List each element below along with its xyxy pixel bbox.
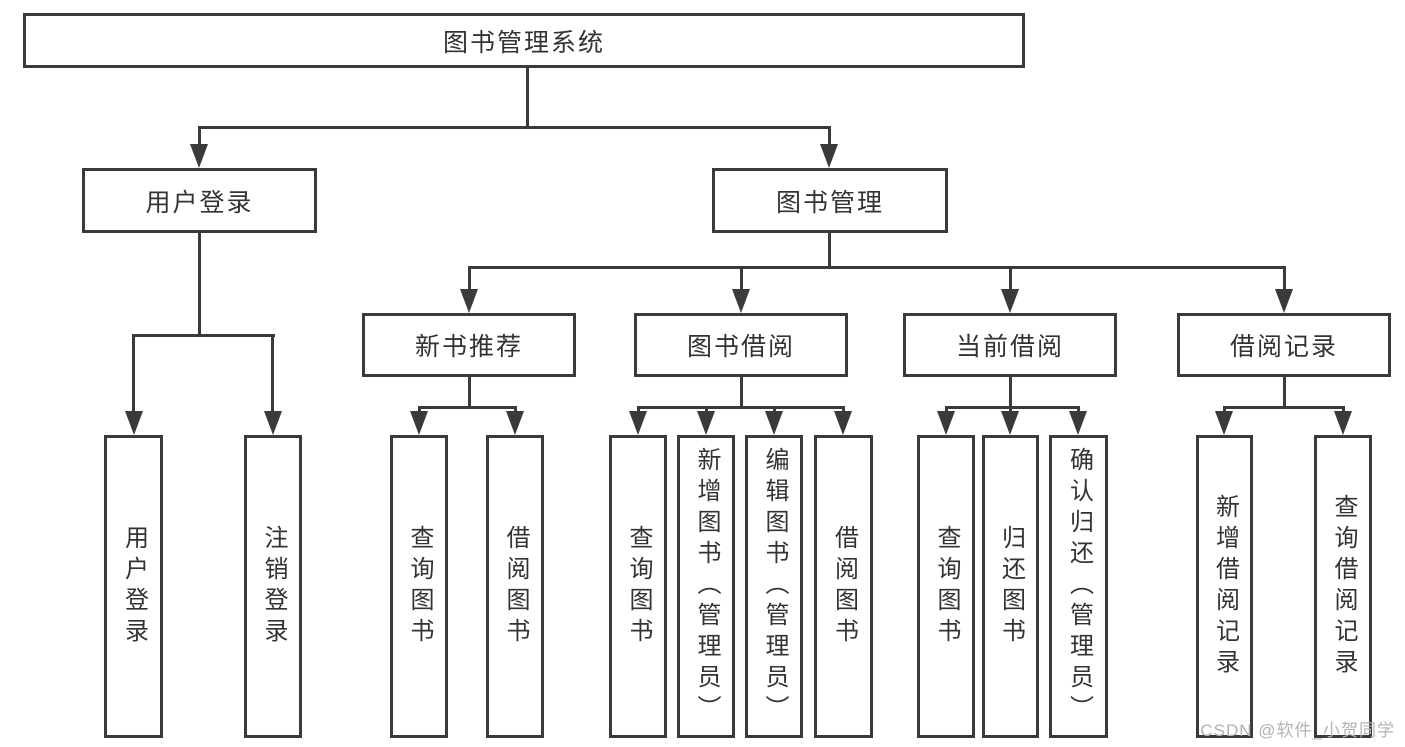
leaf-label: 新增图书（管理员） — [693, 447, 720, 726]
leaf-label: 查询图书 — [406, 524, 433, 649]
arrow-down-icon — [1334, 411, 1352, 435]
node-label: 新书推荐 — [414, 333, 523, 361]
connector-line — [418, 406, 517, 409]
arrow-down-icon — [834, 411, 852, 435]
connector-line — [828, 126, 831, 150]
leaf-borrow-books-recommend: 借阅图书 — [486, 435, 544, 738]
arrow-down-icon — [820, 144, 838, 168]
leaf-return-books: 归还图书 — [982, 435, 1039, 738]
connector-line — [468, 377, 471, 409]
arrow-down-icon — [1001, 289, 1019, 313]
leaf-label: 借阅图书 — [502, 524, 529, 649]
leaf-label: 编辑图书（管理员） — [761, 447, 788, 726]
node-book-management-label: 图书管理 — [775, 188, 884, 217]
leaf-add-borrow-record: 新增借阅记录 — [1196, 435, 1253, 738]
node-root: 图书管理系统 — [23, 13, 1025, 68]
connector-line — [198, 232, 201, 336]
arrow-down-icon — [506, 411, 524, 435]
leaf-user-login: 用户登录 — [104, 435, 163, 738]
node-book-management: 图书管理 — [712, 168, 948, 233]
node-label: 图书借阅 — [686, 333, 795, 361]
connector-line — [1223, 406, 1345, 409]
leaf-query-books-borrow: 查询图书 — [609, 435, 667, 738]
arrow-down-icon — [732, 289, 750, 313]
connector-line — [1009, 266, 1012, 294]
connector-line — [1283, 377, 1286, 409]
leaf-edit-books-admin: 编辑图书（管理员） — [745, 435, 803, 738]
node-new-book-recommendation: 新书推荐 — [362, 313, 576, 377]
connector-line — [271, 334, 274, 416]
connector-line — [198, 126, 201, 150]
node-user-login: 用户登录 — [82, 168, 317, 233]
leaf-label: 注销登录 — [260, 524, 287, 649]
node-borrowing-records: 借阅记录 — [1177, 313, 1391, 377]
leaf-query-books-current: 查询图书 — [917, 435, 975, 738]
arrow-down-icon — [937, 411, 955, 435]
leaf-label: 查询图书 — [625, 524, 652, 649]
leaf-confirm-return-admin: 确认归还（管理员） — [1049, 435, 1108, 738]
leaf-label: 用户登录 — [120, 524, 148, 649]
node-label: 借阅记录 — [1229, 333, 1338, 361]
connector-line — [828, 232, 831, 269]
leaf-add-books-admin: 新增图书（管理员） — [677, 435, 735, 738]
leaf-borrow-books: 借阅图书 — [814, 435, 873, 738]
leaf-label: 借阅图书 — [830, 524, 858, 649]
arrow-down-icon — [125, 411, 143, 435]
arrow-down-icon — [1275, 289, 1293, 313]
leaf-label: 归还图书 — [997, 524, 1025, 649]
arrow-down-icon — [1069, 411, 1087, 435]
node-book-borrowing: 图书借阅 — [634, 313, 848, 377]
connector-line — [468, 266, 471, 294]
connector-line — [526, 68, 529, 128]
connector-line — [132, 334, 135, 416]
connector-line — [740, 266, 743, 294]
arrow-down-icon — [264, 411, 282, 435]
arrow-down-icon — [410, 411, 428, 435]
node-user-login-label: 用户登录 — [145, 188, 254, 217]
connector-line — [198, 126, 831, 129]
arrow-down-icon — [697, 411, 715, 435]
node-root-label: 图书管理系统 — [442, 28, 605, 57]
arrow-down-icon — [765, 411, 783, 435]
arrow-down-icon — [190, 144, 208, 168]
leaf-query-borrow-record: 查询借阅记录 — [1314, 435, 1372, 738]
connector-line — [945, 406, 1080, 409]
arrow-down-icon — [1001, 411, 1019, 435]
leaf-query-books-recommend: 查询图书 — [390, 435, 448, 738]
leaf-label: 确认归还（管理员） — [1065, 447, 1093, 726]
csdn-watermark: CSDN @软件_小贺同学 — [1200, 721, 1395, 740]
connector-line — [132, 334, 275, 337]
connector-line — [1009, 377, 1012, 409]
node-current-borrowing: 当前借阅 — [903, 313, 1117, 377]
connector-line — [740, 377, 743, 409]
node-label: 当前借阅 — [955, 333, 1064, 361]
leaf-label: 查询图书 — [933, 524, 960, 649]
connector-line — [468, 266, 1286, 269]
leaf-logout: 注销登录 — [244, 435, 302, 738]
connector-line — [637, 406, 845, 409]
connector-line — [1283, 266, 1286, 294]
arrow-down-icon — [1215, 411, 1233, 435]
leaf-label: 新增借阅记录 — [1211, 493, 1239, 680]
arrow-down-icon — [629, 411, 647, 435]
arrow-down-icon — [460, 289, 478, 313]
leaf-label: 查询借阅记录 — [1330, 493, 1357, 680]
